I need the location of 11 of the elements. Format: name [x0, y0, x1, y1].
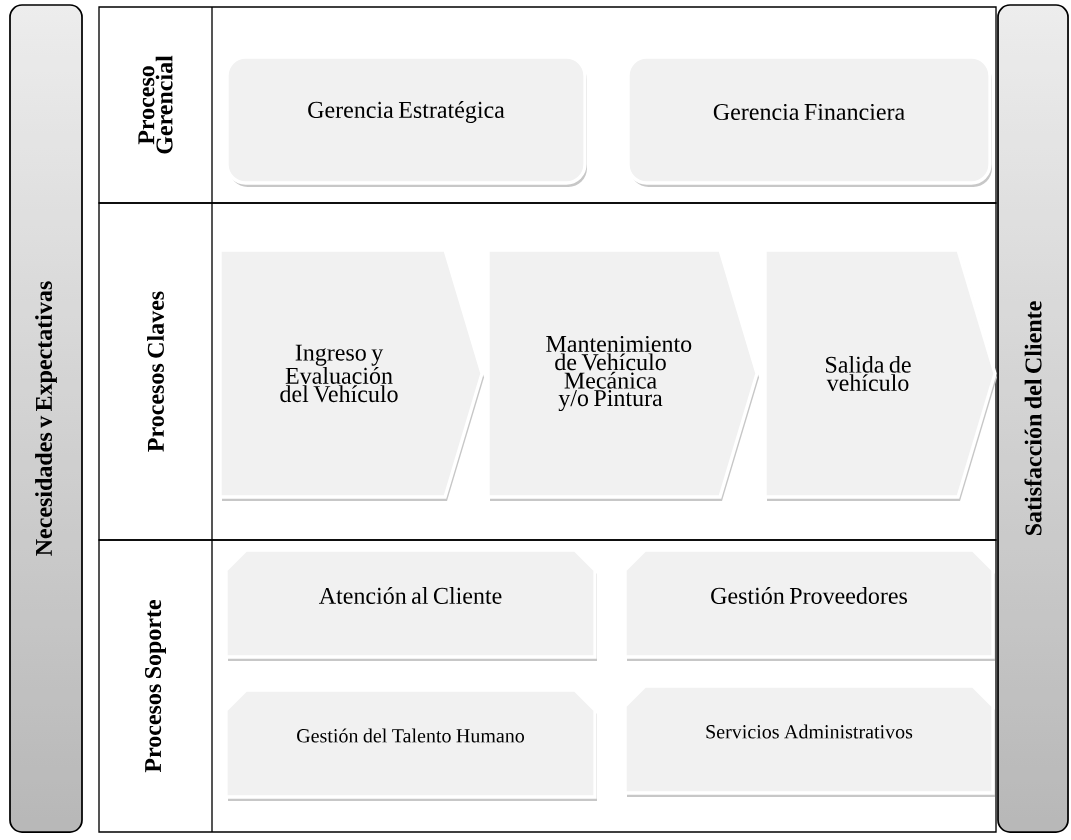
process-box: Gerencia Financiera [626, 55, 992, 187]
process-box: Atención al Cliente [224, 548, 597, 661]
process-box: Gestión Proveedores [623, 548, 995, 661]
side-bar: Satisfacción del Cliente [997, 4, 1069, 833]
chevron-step: Salida de vehículo [763, 248, 997, 501]
process-box: Servicios Administrativos [623, 684, 995, 797]
chevron-step: Ingreso y Evaluación del Vehículo [218, 248, 484, 501]
process-box: Gerencia Estratégica [225, 55, 587, 187]
process-box: Gestión del Talento Humano [224, 688, 597, 801]
chevron-step: Mantenimiento de Vehículo Mecánica y/o Pintura [486, 248, 759, 501]
side-bar: Necesidades v Expectativas [9, 4, 83, 833]
